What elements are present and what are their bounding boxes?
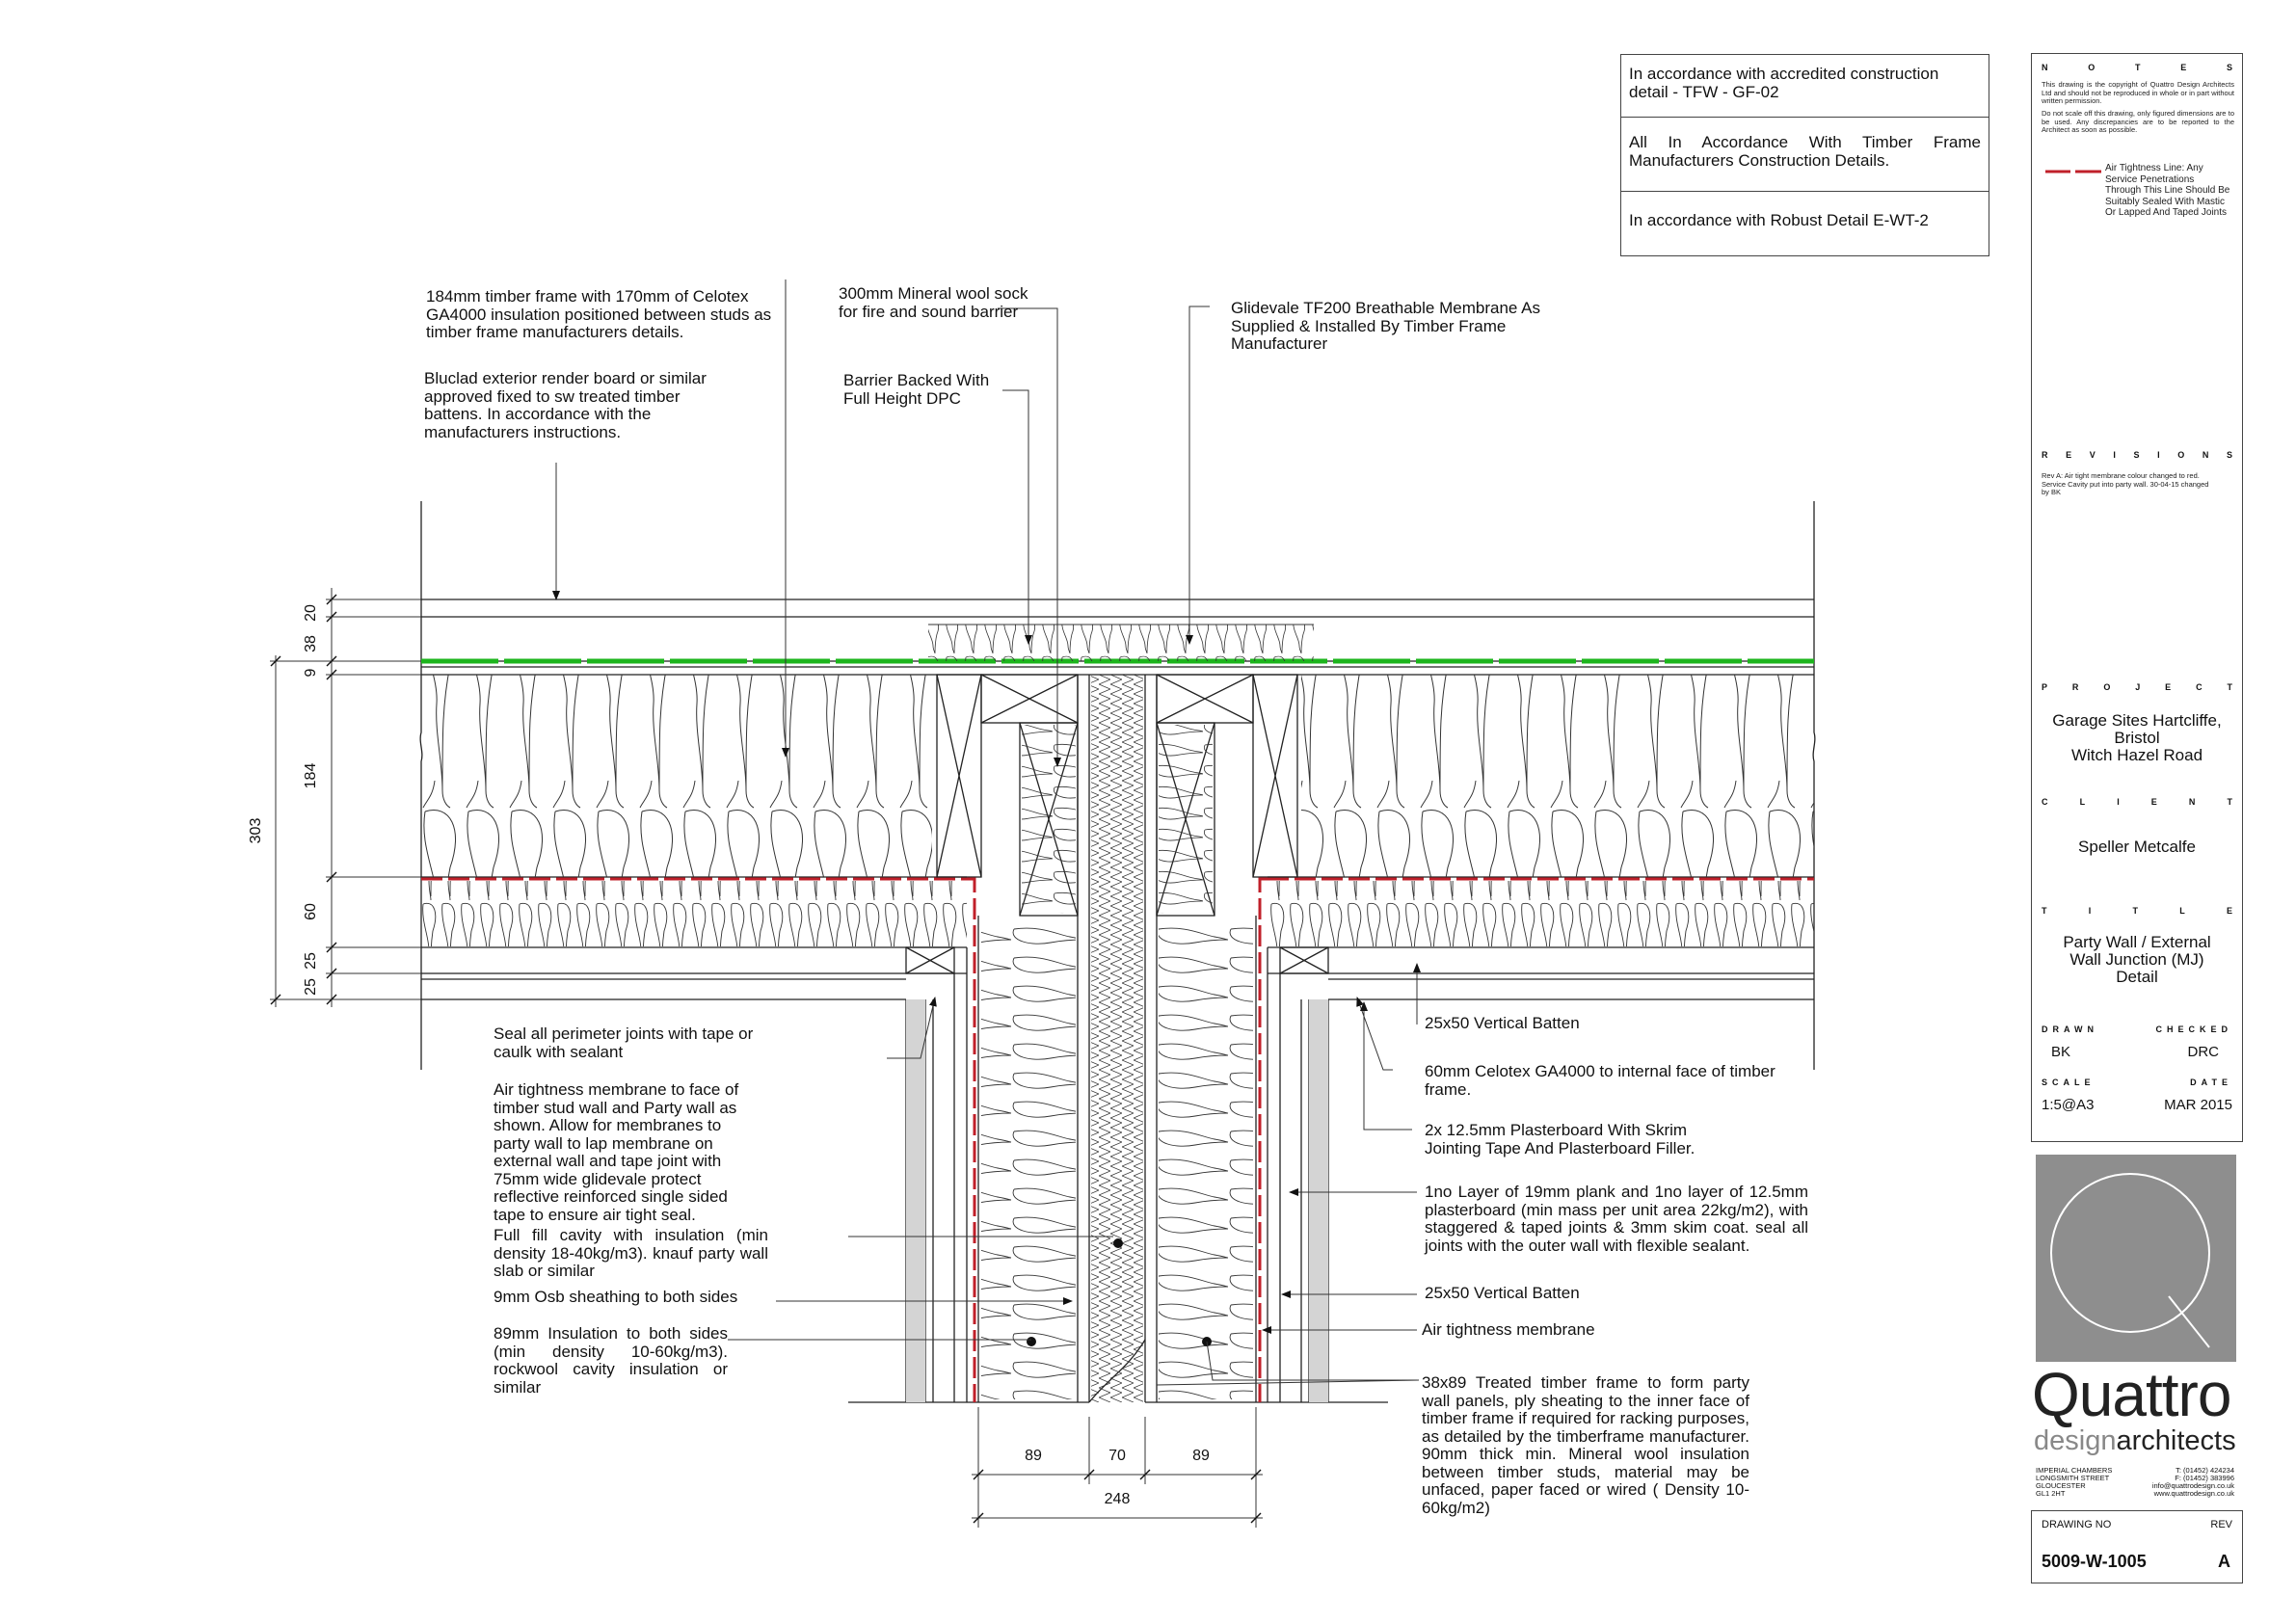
timber-frame-insulation-left (421, 675, 932, 877)
spec-box-accredited: In accordance with accredited constructi… (1620, 54, 1989, 118)
dimension-labels: 20 38 9 184 303 60 25 25 89 70 89 248 (248, 604, 1210, 1507)
label-celotex-60: 60mm Celotex GA4000 to internal face of … (1425, 1062, 1775, 1099)
timber-frame-insulation-right (1301, 675, 1814, 877)
label-batten-top: 25x50 Vertical Batten (1425, 1014, 1580, 1032)
air-tightness-line-party-left (967, 877, 976, 1402)
project-value: Garage Sites Hartcliffe, Bristol Witch H… (2052, 711, 2222, 764)
title-value: Party Wall / External Wall Junction (MJ)… (2063, 933, 2211, 986)
plank-layer-left (906, 999, 925, 1402)
label-full-fill: Full fill cavity with insulation (min de… (494, 1226, 768, 1280)
dim-89b: 89 (1192, 1448, 1210, 1464)
leader-lines (552, 279, 1421, 1386)
scale-date-headings: SCALE DATE (2032, 1078, 2242, 1087)
company-logo-mark (2036, 1155, 2236, 1362)
label-bluclad: Bluclad exterior render board or similar… (424, 369, 707, 441)
company-address: IMPERIAL CHAMBERS LONGSMITH STREET GLOUC… (2036, 1466, 2113, 1498)
party-wall-insulation-upper-left (1022, 725, 1076, 914)
label-glidevale: Glidevale TF200 Breathable Membrane As S… (1231, 299, 1540, 353)
label-timber-frame: 184mm timber frame with 170mm of Celotex… (426, 287, 772, 341)
drawing-no-value: 5009-W-1005 (2042, 1552, 2147, 1571)
cavity-fill-slab (1091, 675, 1143, 1402)
dim-25b: 25 (303, 978, 319, 996)
dim-248: 248 (1105, 1491, 1131, 1507)
notes-copyright: This drawing is the copyright of Quattro… (2042, 80, 2234, 105)
celotex-insulation-right (1268, 881, 1814, 946)
label-timber-38x89: 38x89 Treated timber frame to form party… (1422, 1373, 1749, 1517)
revisions-text: Rev A: Air tight membrane colour changed… (2042, 471, 2209, 496)
client-value: Speller Metcalfe (2078, 838, 2196, 856)
dim-70: 70 (1108, 1448, 1126, 1464)
notes-scaling: Do not scale off this drawing, only figu… (2042, 109, 2234, 134)
label-insulation-89: 89mm Insulation to both sides (min densi… (494, 1324, 728, 1397)
dimension-lines (270, 588, 1263, 1528)
scale-heading: SCALE (2042, 1078, 2096, 1087)
rev-heading: REV (2210, 1519, 2232, 1530)
dim-184: 184 (303, 763, 319, 789)
spec-box-robust-detail: In accordance with Robust Detail E-WT-2 (1620, 191, 1989, 256)
rev-value: A (2218, 1552, 2230, 1571)
celotex-insulation-left (421, 881, 967, 946)
drawing-number-box: DRAWING NO REV 5009-W-1005 A (2031, 1510, 2243, 1583)
dimension-ticks (270, 594, 1262, 1524)
company-tagline-design: design (2034, 1425, 2117, 1456)
party-wall-insulation-left (981, 918, 1076, 1399)
label-plank: 1no Layer of 19mm plank and 1no layer of… (1425, 1183, 1808, 1255)
dim-25a: 25 (303, 952, 319, 970)
drawn-value: BK (2051, 1044, 2071, 1060)
scale-value: 1:5@A3 (2042, 1097, 2095, 1113)
label-air-membrane: Air tightness membrane to face of timber… (494, 1080, 739, 1224)
date-value: MAR 2015 (2164, 1097, 2232, 1113)
company-tagline-architects: architects (2116, 1425, 2236, 1456)
label-barrier-dpc: Barrier Backed With Full Height DPC (843, 371, 990, 408)
date-heading: DATE (2190, 1078, 2232, 1087)
label-osb: 9mm Osb sheathing to both sides (494, 1288, 738, 1306)
drawn-heading: DRAWN (2042, 1024, 2098, 1034)
company-tagline: designarchitects (2034, 1426, 2236, 1455)
air-tightness-line-party-right (1258, 877, 1268, 1402)
dim-9: 9 (303, 668, 319, 677)
label-mineral-sock: 300mm Mineral wool sock for fire and sou… (839, 284, 1028, 321)
label-plasterboard: 2x 12.5mm Plasterboard With Skrim Jointi… (1425, 1121, 1695, 1157)
label-batten-mid: 25x50 Vertical Batten (1425, 1284, 1580, 1302)
dim-60: 60 (303, 903, 319, 920)
company-name: Quattro (2032, 1360, 2231, 1429)
label-seal-joints: Seal all perimeter joints with tape or c… (494, 1024, 754, 1061)
spec-box-manufacturer: All In Accordance With Timber Frame Manu… (1620, 117, 1989, 192)
checked-heading: CHECKED (2155, 1024, 2232, 1034)
notes-legend: Air Tightness Line: Any Service Penetrat… (2105, 163, 2230, 218)
dim-38: 38 (303, 635, 319, 652)
label-air-membrane-short: Air tightness membrane (1422, 1320, 1595, 1339)
drawn-checked-headings: DRAWN CHECKED (2032, 1024, 2242, 1034)
plank-layer-right (1309, 999, 1328, 1402)
party-wall-insulation-right (1159, 918, 1253, 1399)
checked-value: DRC (2187, 1044, 2220, 1060)
drawing-no-heading: DRAWING NO (2042, 1519, 2112, 1530)
dim-303: 303 (248, 818, 264, 844)
party-wall-insulation-upper-right (1159, 725, 1213, 914)
mineral-wool-sock (928, 625, 1314, 661)
dim-20: 20 (303, 604, 319, 622)
company-contact: T: (01452) 424234 F: (01452) 383996 info… (2151, 1466, 2234, 1498)
dim-89a: 89 (1025, 1448, 1042, 1464)
